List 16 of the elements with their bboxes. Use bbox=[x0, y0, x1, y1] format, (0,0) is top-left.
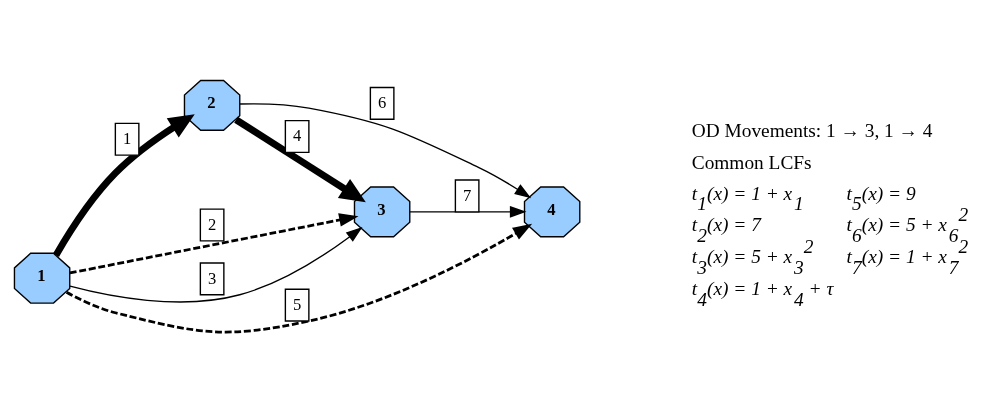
edge-label: 5 bbox=[292, 294, 302, 314]
arrow bbox=[234, 116, 366, 202]
label: Common LCFs bbox=[691, 151, 812, 173]
edge-label: 1 bbox=[122, 128, 132, 148]
label: OD Movements: 1 → 3, 1 → 4 bbox=[691, 119, 933, 141]
arrow bbox=[53, 113, 195, 257]
arrow bbox=[409, 205, 527, 218]
arrow bbox=[69, 212, 359, 274]
arrow bbox=[65, 223, 533, 333]
arrow bbox=[69, 226, 363, 303]
edge-label: 6 bbox=[377, 92, 387, 112]
edge-label: 4 bbox=[292, 125, 302, 145]
edge-label: 7 bbox=[462, 185, 472, 205]
arrow bbox=[239, 102, 532, 198]
edge-label: 3 bbox=[207, 268, 217, 288]
edge-label: 2 bbox=[207, 214, 217, 234]
